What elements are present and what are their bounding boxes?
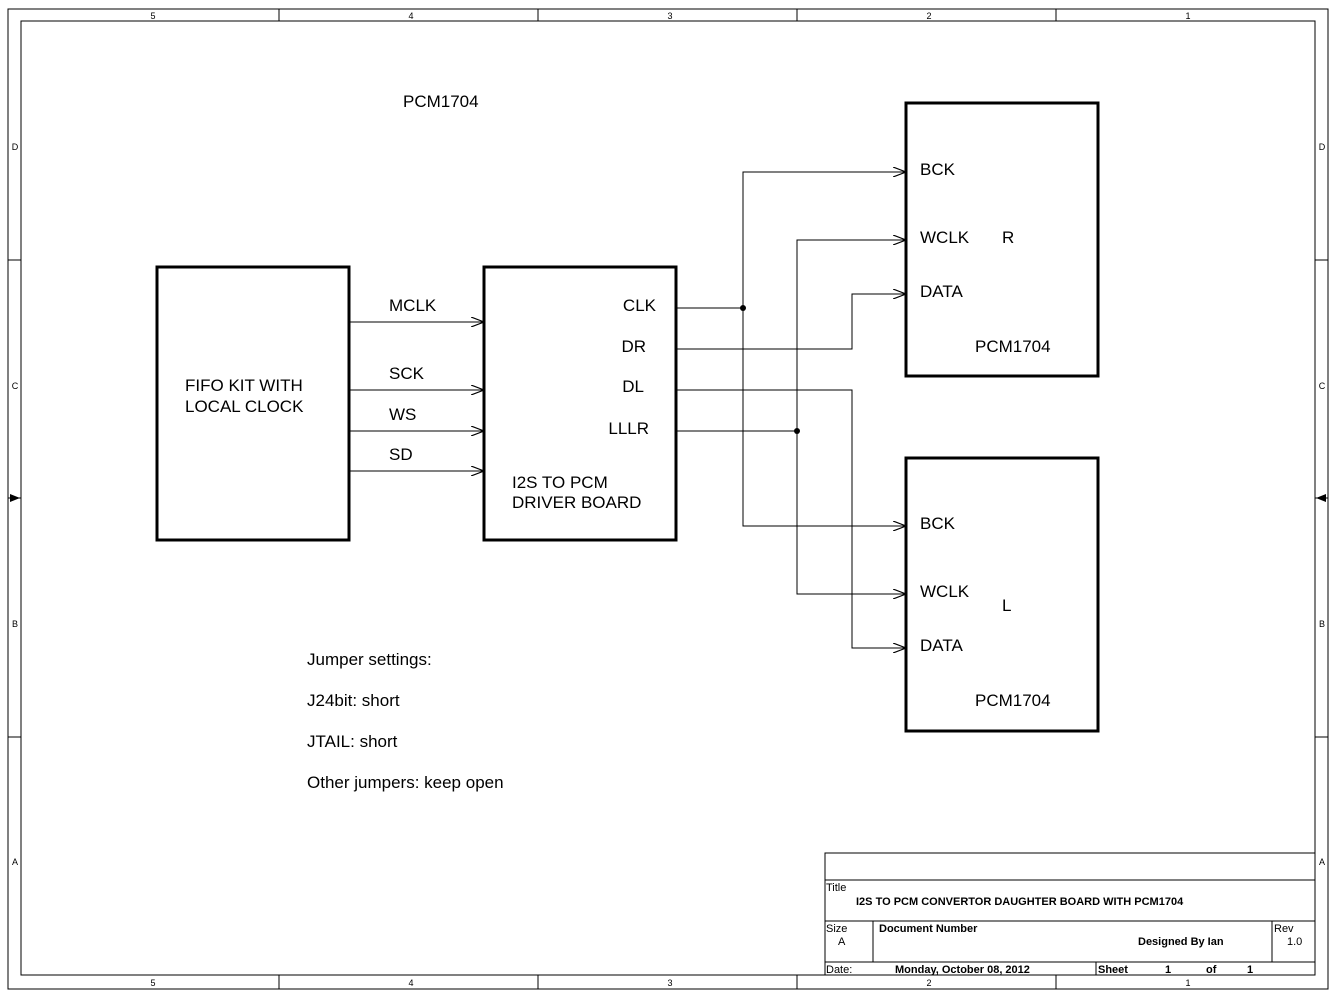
note-line: Jumper settings: bbox=[307, 650, 432, 669]
dac-left-block bbox=[904, 456, 1100, 733]
row-label: B bbox=[12, 619, 18, 629]
dac-right-channel-label: R bbox=[1002, 228, 1014, 247]
lllr-to-wclk-r-wire bbox=[676, 240, 906, 432]
title-block bbox=[824, 852, 1316, 976]
dl-output-label: DL bbox=[622, 377, 644, 396]
row-label: C bbox=[1319, 381, 1326, 391]
sck-label: SCK bbox=[389, 364, 425, 383]
col-label: 2 bbox=[926, 978, 931, 988]
col-label: 3 bbox=[667, 11, 672, 21]
dac-left-bck-label: BCK bbox=[920, 514, 956, 533]
dac-right-block bbox=[904, 101, 1100, 378]
row-label: A bbox=[1319, 857, 1325, 867]
sheet-total: 1 bbox=[1247, 964, 1253, 976]
note-line: J24bit: short bbox=[307, 691, 400, 710]
clk-output-label: CLK bbox=[623, 296, 657, 315]
dr-output-label: DR bbox=[621, 337, 646, 356]
col-label: 5 bbox=[150, 11, 155, 21]
dac-left-channel-label: L bbox=[1002, 596, 1011, 615]
drawing-frame bbox=[7, 8, 1329, 990]
dac-right-wclk-label: WCLK bbox=[920, 228, 970, 247]
of-label: of bbox=[1206, 964, 1217, 976]
dac-left-wclk-label: WCLK bbox=[920, 582, 970, 601]
dac-right-name: PCM1704 bbox=[975, 337, 1051, 356]
sheet-number: 1 bbox=[1165, 964, 1171, 976]
title-label: Title bbox=[826, 882, 846, 894]
size-label: Size bbox=[826, 923, 847, 935]
dac-right-data-label: DATA bbox=[920, 282, 963, 301]
designer-text: Designed By Ian bbox=[1138, 936, 1224, 948]
col-label: 1 bbox=[1185, 11, 1190, 21]
size-value: A bbox=[838, 936, 846, 948]
clk-to-bck-l-wire bbox=[742, 308, 906, 526]
col-label: 2 bbox=[926, 11, 931, 21]
dac-left-name: PCM1704 bbox=[975, 691, 1051, 710]
driver-board-block bbox=[482, 265, 678, 542]
dac-right-bck-label: BCK bbox=[920, 160, 956, 179]
row-label: D bbox=[1319, 142, 1326, 152]
col-label: 4 bbox=[408, 978, 413, 988]
document-number-label: Document Number bbox=[879, 923, 978, 935]
row-label: B bbox=[1319, 619, 1325, 629]
dac-left-data-label: DATA bbox=[920, 636, 963, 655]
dr-to-data-r-wire bbox=[676, 294, 906, 350]
junction-dot bbox=[794, 428, 800, 434]
lllr-to-wclk-l-wire bbox=[796, 431, 906, 594]
driver-label-line2: DRIVER BOARD bbox=[512, 493, 641, 512]
fifo-label-line2: LOCAL CLOCK bbox=[185, 397, 304, 416]
note-line: Other jumpers: keep open bbox=[307, 773, 504, 792]
col-label: 4 bbox=[408, 11, 413, 21]
rev-value: 1.0 bbox=[1287, 936, 1302, 948]
driver-label-line1: I2S TO PCM bbox=[512, 473, 608, 492]
mclk-label: MCLK bbox=[389, 296, 437, 315]
col-label: 5 bbox=[150, 978, 155, 988]
diagram-label: PCM1704 bbox=[403, 92, 479, 111]
row-label: C bbox=[12, 381, 19, 391]
row-label: D bbox=[12, 142, 19, 152]
clk-to-bck-r-wire bbox=[676, 172, 906, 309]
fifo-label-line1: FIFO KIT WITH bbox=[185, 376, 303, 395]
col-label: 3 bbox=[667, 978, 672, 988]
ws-label: WS bbox=[389, 405, 416, 424]
fifo-kit-block bbox=[155, 265, 351, 542]
date-label: Date: bbox=[826, 964, 852, 976]
note-line: JTAIL: short bbox=[307, 732, 398, 751]
drawing-title: I2S TO PCM CONVERTOR DAUGHTER BOARD WITH… bbox=[856, 896, 1184, 908]
rev-label: Rev bbox=[1274, 923, 1294, 935]
sd-label: SD bbox=[389, 445, 413, 464]
row-label: A bbox=[12, 857, 18, 867]
junction-dot bbox=[740, 305, 746, 311]
sheet-label: Sheet bbox=[1098, 964, 1128, 976]
lllr-output-label: LLLR bbox=[608, 419, 649, 438]
date-value: Monday, October 08, 2012 bbox=[895, 964, 1030, 976]
col-label: 1 bbox=[1185, 978, 1190, 988]
dl-to-data-l-wire bbox=[676, 389, 906, 648]
